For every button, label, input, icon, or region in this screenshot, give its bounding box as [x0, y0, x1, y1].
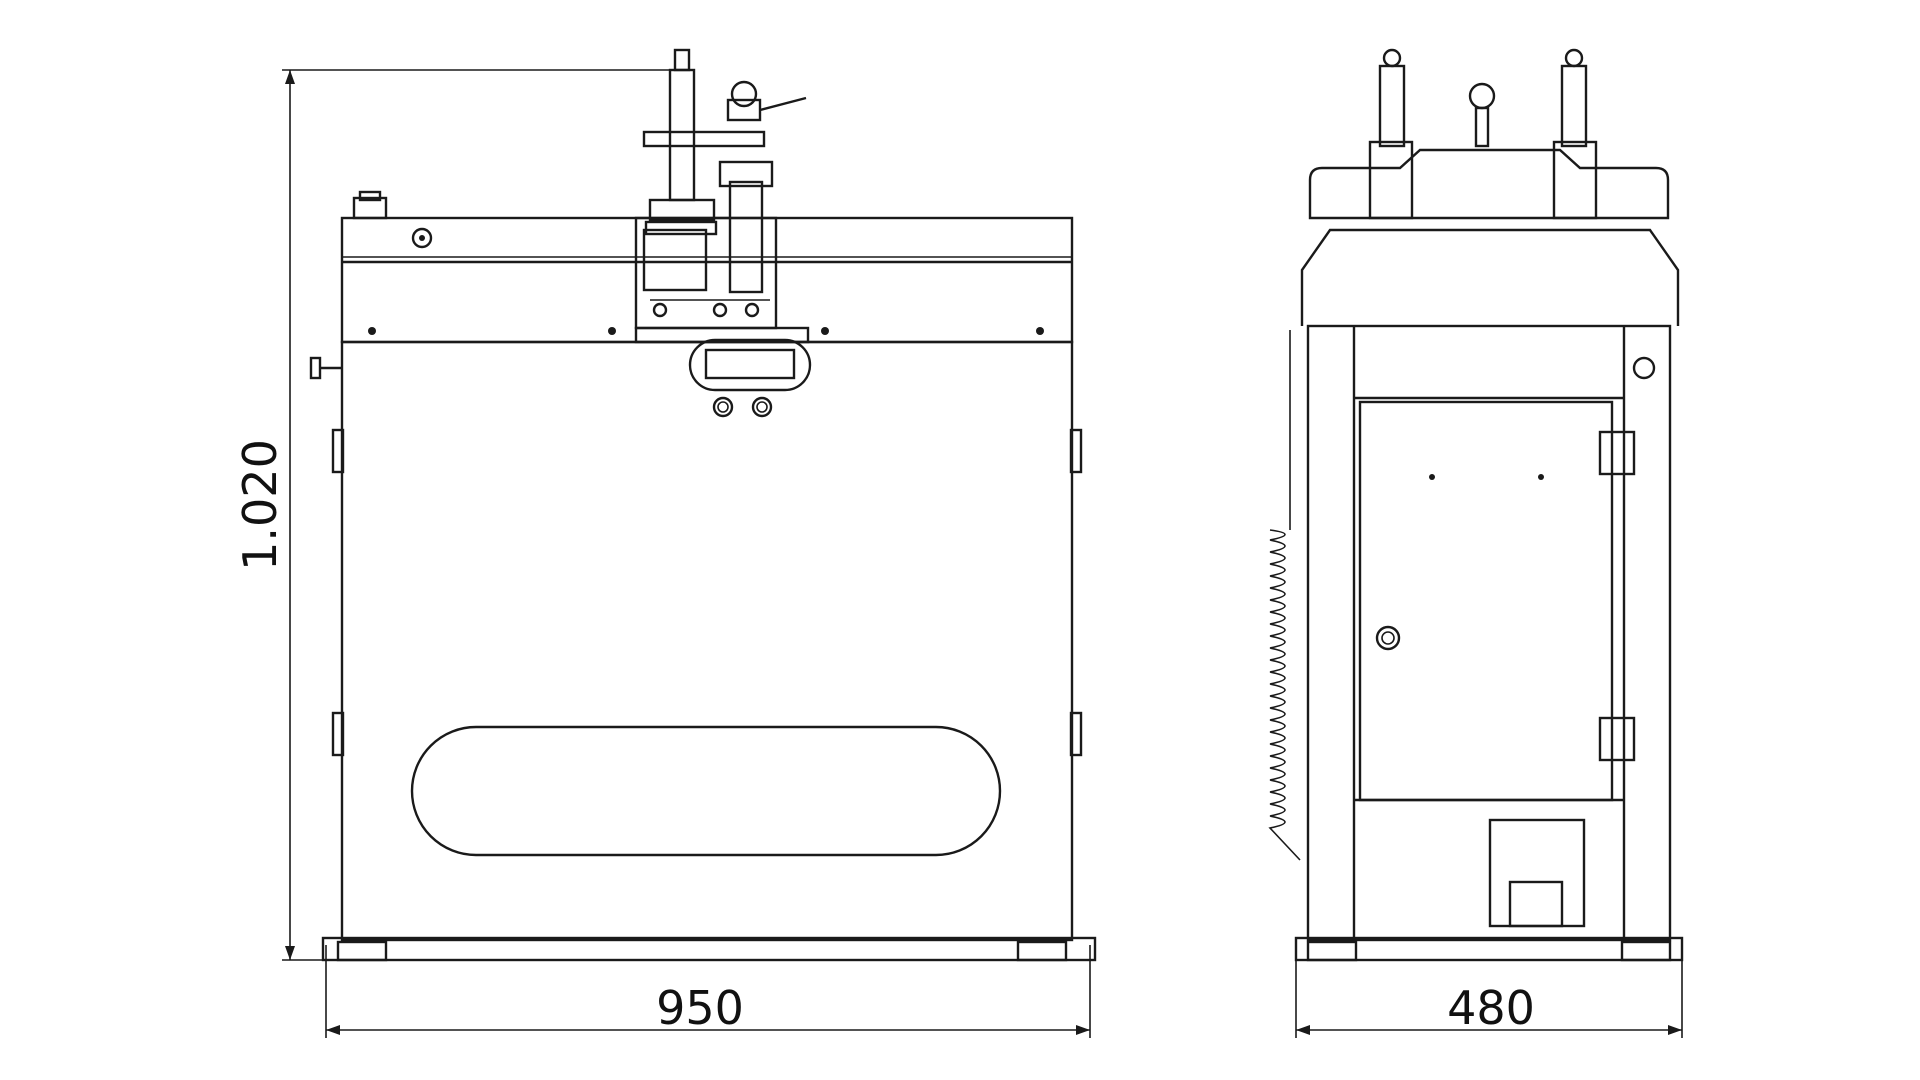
front-base-plate	[321, 936, 1097, 962]
front-pull-knob	[309, 356, 322, 380]
side-door-lock-icon	[1375, 625, 1401, 651]
front-handle-grip	[688, 338, 812, 392]
side-top-frame	[1308, 148, 1670, 220]
side-hinge	[1598, 716, 1636, 762]
front-width-dimension-label: 950	[656, 981, 744, 1035]
front-clamp-knob-icon	[730, 80, 758, 108]
side-pedal	[1508, 880, 1564, 928]
front-side-handle	[331, 428, 345, 474]
front-view	[309, 48, 1097, 962]
front-side-handle	[331, 711, 345, 757]
front-spindle	[668, 68, 696, 202]
side-top-knob-icon	[1468, 82, 1496, 110]
front-oval-opening	[410, 725, 1002, 857]
dimension-height: 1.020	[233, 69, 690, 961]
side-spindle-right	[1560, 64, 1588, 148]
front-foot-left	[336, 940, 388, 962]
side-air-hose	[1268, 330, 1301, 861]
front-side-handle	[1069, 428, 1083, 474]
side-width-dimension-label: 480	[1447, 981, 1535, 1035]
side-view	[1268, 48, 1684, 962]
side-door	[1358, 400, 1614, 802]
side-cabinet	[1306, 324, 1672, 942]
front-top-knob	[352, 196, 388, 220]
side-head-housing	[1300, 228, 1680, 326]
dimension-side-width: 480	[1295, 945, 1683, 1038]
front-side-handle	[1069, 711, 1083, 757]
front-clamp-bar	[642, 130, 766, 148]
dimension-front-width: 950	[325, 945, 1091, 1038]
front-foot-right	[1016, 940, 1068, 962]
height-dimension-label: 1.020	[233, 439, 287, 571]
side-pedal-housing	[1488, 818, 1586, 928]
side-spindle-left	[1378, 64, 1406, 148]
side-hinge	[1598, 430, 1636, 476]
